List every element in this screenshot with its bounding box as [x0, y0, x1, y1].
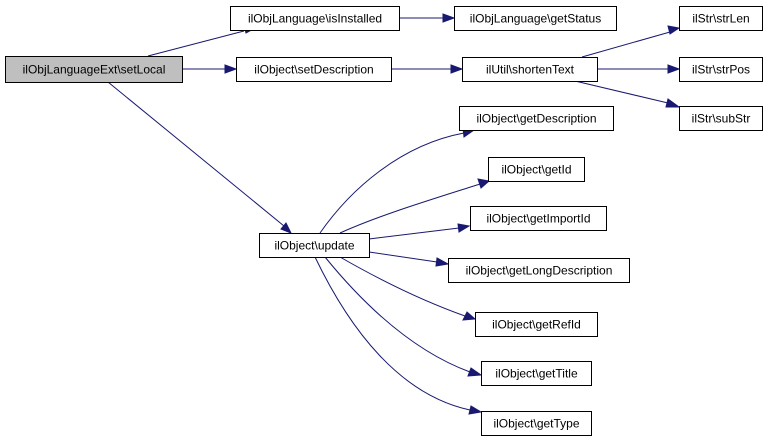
node-getLongDescription[interactable]: ilObject\getLongDescription	[448, 258, 630, 283]
edge-line	[314, 256, 471, 411]
arrowhead-icon	[442, 13, 456, 23]
node-box[interactable]	[459, 106, 614, 131]
node-box[interactable]	[454, 6, 617, 31]
edge-update-to-getId	[339, 178, 491, 234]
node-label: ilUtil\shortenText	[486, 63, 575, 77]
node-box[interactable]	[236, 57, 392, 82]
node-label: ilObject\getType	[493, 417, 579, 431]
node-box[interactable]	[259, 233, 370, 258]
edge-shortenText-to-subStr	[574, 80, 681, 108]
edge-isInstalled-to-getStatus	[399, 13, 456, 23]
arrowhead-icon	[224, 64, 238, 74]
edge-line	[339, 183, 481, 234]
node-box[interactable]	[481, 361, 592, 386]
node-getRefId[interactable]: ilObject\getRefId	[475, 312, 598, 337]
edge-update-to-getRefId	[339, 256, 477, 321]
edge-update-to-getTitle	[324, 256, 483, 377]
edge-shortenText-to-strPos	[597, 64, 681, 74]
node-label: ilStr\strLen	[692, 12, 749, 26]
arrowhead-icon	[457, 223, 471, 233]
arrowhead-icon	[435, 257, 450, 267]
node-label: ilObjLanguage\getStatus	[470, 12, 601, 26]
node-label: ilObject\getImportId	[486, 212, 590, 226]
node-label: ilObjLanguageExt\setLocal	[23, 63, 166, 77]
node-box[interactable]	[462, 57, 598, 82]
edge-update-to-getType	[314, 256, 483, 415]
node-box[interactable]	[475, 312, 598, 337]
node-label: ilObject\getId	[501, 163, 571, 177]
arrowhead-icon	[667, 64, 681, 74]
edge-line	[339, 256, 466, 317]
node-label: ilStr\subStr	[692, 112, 751, 126]
node-getStatus[interactable]: ilObjLanguage\getStatus	[454, 6, 617, 31]
node-box[interactable]	[679, 57, 763, 82]
node-box[interactable]	[481, 411, 592, 436]
edge-setDescription-to-shortenText	[391, 64, 464, 74]
node-label: ilObject\getLongDescription	[466, 264, 613, 278]
node-label: ilObject\getRefId	[492, 318, 581, 332]
edge-update-to-getDescription	[319, 127, 476, 234]
node-setDescription[interactable]: ilObject\setDescription	[236, 57, 392, 82]
arrowhead-icon	[468, 405, 483, 415]
arrowhead-icon	[477, 178, 491, 189]
node-isInstalled[interactable]: ilObjLanguage\isInstalled	[230, 6, 400, 31]
node-label: ilObject\getDescription	[476, 112, 596, 126]
node-label: ilStr\strPos	[692, 63, 750, 77]
node-getTitle[interactable]: ilObject\getTitle	[481, 361, 592, 386]
edges-layer	[107, 13, 681, 415]
edge-line	[107, 81, 285, 227]
node-subStr[interactable]: ilStr\subStr	[679, 106, 763, 131]
edge-update-to-getLongDescription	[368, 251, 450, 267]
edge-line	[368, 227, 460, 240]
edge-setLocal-to-update	[107, 81, 293, 234]
arrowhead-icon	[280, 222, 293, 234]
arrowhead-icon	[462, 311, 477, 321]
arrowhead-icon	[450, 64, 464, 74]
node-box[interactable]	[448, 258, 630, 283]
node-getType[interactable]: ilObject\getType	[481, 411, 592, 436]
edge-setLocal-to-setDescription	[182, 64, 238, 74]
node-label: ilObject\setDescription	[254, 63, 373, 77]
edge-line	[319, 132, 465, 234]
node-box[interactable]	[5, 56, 183, 83]
node-getImportId[interactable]: ilObject\getImportId	[470, 206, 607, 231]
node-shortenText[interactable]: ilUtil\shortenText	[462, 57, 598, 82]
node-box[interactable]	[488, 157, 585, 182]
edge-line	[324, 256, 471, 373]
node-strLen[interactable]: ilStr\strLen	[679, 6, 763, 31]
node-setLocal[interactable]: ilObjLanguageExt\setLocal	[5, 56, 183, 83]
node-label: ilObject\getTitle	[495, 367, 578, 381]
edge-line	[574, 80, 669, 104]
nodes-layer: ilObjLanguageExt\setLocal ilObjLanguage\i…	[5, 6, 763, 436]
node-box[interactable]	[470, 206, 607, 231]
edge-line	[368, 251, 438, 263]
node-getDescription[interactable]: ilObject\getDescription	[459, 106, 614, 131]
arrowhead-icon	[665, 98, 681, 108]
node-update[interactable]: ilObject\update	[259, 233, 370, 258]
node-getId[interactable]: ilObject\getId	[488, 157, 585, 182]
edge-line	[581, 31, 671, 58]
node-box[interactable]	[230, 6, 400, 31]
node-label: ilObjLanguage\isInstalled	[248, 12, 382, 26]
edge-update-to-getImportId	[368, 223, 471, 240]
edge-line	[147, 30, 245, 57]
node-box[interactable]	[679, 6, 763, 31]
arrowhead-icon	[667, 25, 681, 35]
node-box[interactable]	[679, 106, 763, 131]
node-strPos[interactable]: ilStr\strPos	[679, 57, 763, 82]
arrowhead-icon	[467, 367, 483, 377]
node-label: ilObject\update	[274, 239, 354, 253]
edge-shortenText-to-strLen	[581, 25, 681, 58]
